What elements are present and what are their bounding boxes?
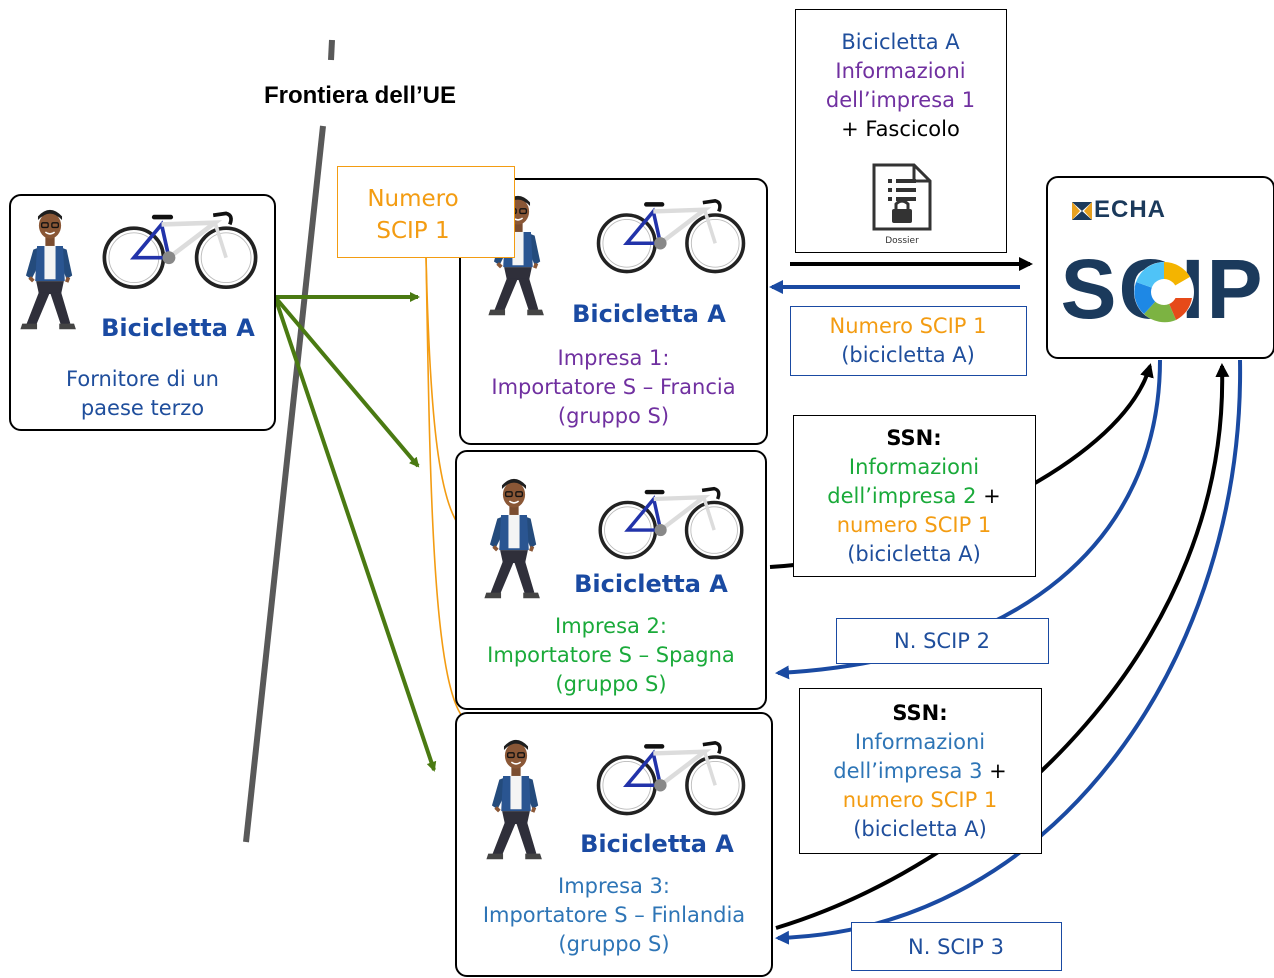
dossier-label: Dossier: [885, 236, 919, 246]
blue-curve-scip-to-company3: [775, 359, 1243, 945]
company1-line2: Importatore S – Francia: [491, 375, 736, 399]
green-arrow-to-company3: [273, 296, 437, 772]
ssn2-title: SSN:: [886, 426, 942, 450]
black-curve-company3-to-scip: [775, 363, 1230, 930]
echa-logo-icon: [1072, 202, 1092, 220]
company3-line3: (gruppo S): [558, 932, 670, 956]
green-arrow-to-company2: [273, 295, 420, 468]
submission-line4: + Fascicolo: [841, 117, 960, 141]
supplier-line1: Fornitore di un: [66, 367, 219, 391]
dossier-icon: [872, 163, 932, 231]
eu-border-label: Frontiera dell’UE: [263, 82, 457, 109]
response2-number: N. SCIP 2: [894, 629, 990, 653]
ssn2-company: dell’impresa 2: [827, 484, 977, 508]
response1-article: (bicicletta A): [841, 343, 975, 367]
company1-line1: Impresa 1:: [557, 346, 670, 370]
response2-box: N. SCIP 2: [836, 618, 1049, 664]
ssn2-line3: numero SCIP 1: [836, 513, 992, 537]
response3-number: N. SCIP 3: [908, 935, 1004, 959]
echa-scip-card: ECHA SCIP: [1046, 176, 1274, 359]
scip-c-logo-icon: [1134, 262, 1194, 323]
scip-note-line2: SCIP 1: [376, 218, 450, 244]
ssn3-line1: Informazioni: [854, 730, 986, 754]
person-icon: [477, 470, 551, 608]
bicycle-icon: [97, 204, 263, 292]
response1-number: Numero SCIP 1: [829, 314, 987, 338]
ssn2-line1: Informazioni: [848, 455, 980, 479]
ssn3-plus: +: [982, 759, 1007, 783]
ssn2-line4: (bicicletta A): [847, 542, 981, 566]
response3-box: N. SCIP 3: [851, 922, 1062, 971]
submission-article: Bicicletta A: [841, 30, 960, 54]
eu-border-line: [328, 39, 335, 61]
ssn3-line2: dell’impresa 3 +: [800, 757, 1040, 786]
ssn2-box: SSN: Informazioni dell’impresa 2 + numer…: [793, 415, 1036, 577]
bicycle-icon: [591, 734, 751, 818]
company3-article-label: Bicicletta A: [580, 830, 734, 858]
ssn2-plus: +: [976, 484, 1001, 508]
orange-link-to-company3: [425, 254, 470, 724]
supplier-article-label: Bicicletta A: [101, 314, 255, 342]
bicycle-icon: [591, 480, 751, 562]
response1-box: Numero SCIP 1 (bicicletta A): [790, 306, 1027, 376]
company1-article-label: Bicicletta A: [572, 300, 726, 328]
ssn3-company: dell’impresa 3: [833, 759, 983, 783]
scip-note-line1: Numero: [367, 186, 459, 212]
company2-card: Bicicletta A Impresa 2: Importatore S – …: [455, 450, 767, 710]
ssn3-box: SSN: Informazioni dell’impresa 3 + numer…: [799, 688, 1042, 854]
ssn3-line3: numero SCIP 1: [842, 788, 998, 812]
company2-line2: Importatore S – Spagna: [487, 643, 735, 667]
ssn2-line2: dell’impresa 2 +: [794, 482, 1034, 511]
submission-box: Bicicletta A Informazioni dell’impresa 1…: [795, 9, 1007, 253]
submission-line3: dell’impresa 1: [825, 88, 976, 112]
company1-line3: (gruppo S): [557, 404, 670, 428]
company3-line2: Importatore S – Finlandia: [482, 903, 746, 927]
eu-border-line-lower: [243, 125, 326, 843]
company2-line3: (gruppo S): [555, 672, 667, 696]
person-icon: [13, 202, 87, 338]
person-icon: [479, 730, 553, 870]
scip-number-note: Numero SCIP 1: [337, 166, 515, 258]
company3-line1: Impresa 3:: [558, 874, 670, 898]
company2-line1: Impresa 2:: [555, 614, 667, 638]
ssn3-title: SSN:: [892, 701, 948, 725]
supplier-card: Bicicletta A Fornitore di un paese terzo: [9, 194, 276, 431]
company2-article-label: Bicicletta A: [574, 570, 728, 598]
echa-brand: ECHA: [1094, 196, 1167, 223]
bicycle-icon: [591, 192, 751, 276]
company3-card: Bicicletta A Impresa 3: Importatore S – …: [455, 712, 773, 977]
supplier-line2: paese terzo: [80, 396, 205, 420]
ssn3-line4: (bicicletta A): [853, 817, 987, 841]
submission-line2: Informazioni: [835, 59, 966, 83]
